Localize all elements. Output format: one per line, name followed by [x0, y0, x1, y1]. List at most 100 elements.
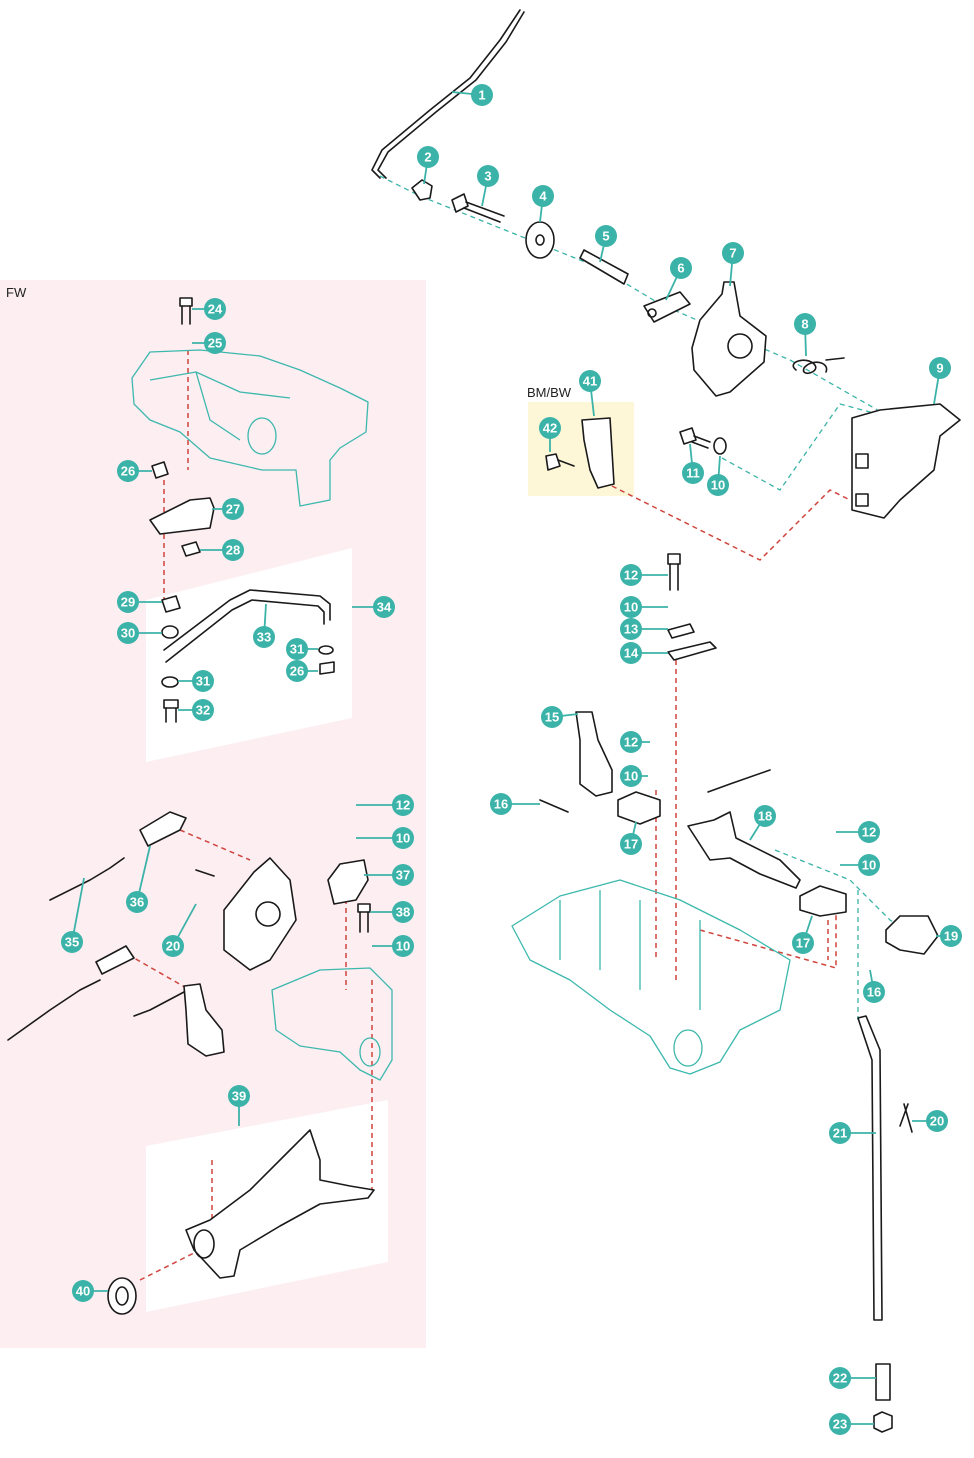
callout-bubble: [61, 931, 83, 953]
callout-9: 9: [929, 357, 951, 379]
callout-bubble: [192, 670, 214, 692]
part-29-nut: [161, 595, 181, 613]
callout-number: 6: [677, 261, 684, 276]
callout-number: 22: [833, 1371, 847, 1386]
callout-24: 24: [204, 298, 226, 320]
callout-number: 12: [396, 798, 410, 813]
callout-30: 30: [117, 622, 139, 644]
callout-bubble: [228, 1085, 250, 1107]
callout-bubble: [620, 596, 642, 618]
callout-number: 18: [758, 809, 772, 824]
callout-number: 17: [796, 936, 810, 951]
callout-bubble: [541, 706, 563, 728]
callout-4: 4: [532, 185, 554, 207]
callout-bubble: [477, 165, 499, 187]
callout-bubble: [126, 891, 148, 913]
callout-bubble: [929, 357, 951, 379]
part-16-pin: [539, 799, 569, 813]
callout-number: 16: [494, 797, 508, 812]
part-cam-fw: [223, 857, 297, 971]
callout-10: 10: [620, 765, 642, 787]
bmbw-panel: [528, 402, 634, 496]
callout-10: 10: [392, 935, 414, 957]
part-17-clamp-b: [799, 885, 847, 917]
part-27-bracket: [149, 497, 215, 535]
part-23-nut: [873, 1411, 893, 1433]
part-14-plate: [667, 641, 717, 661]
callout-bubble: [926, 1110, 948, 1132]
callout-2: 2: [417, 146, 439, 168]
callout-bubble: [286, 660, 308, 682]
callout-16: 16: [863, 981, 885, 1003]
callout-number: 3: [484, 169, 491, 184]
callout-number: 10: [624, 600, 638, 615]
part-12-bolt-a: [667, 553, 681, 565]
callout-bubble: [620, 731, 642, 753]
callout-bubble: [117, 460, 139, 482]
callout-17: 17: [620, 833, 642, 855]
callout-18: 18: [754, 805, 776, 827]
part-42-bolt: [545, 453, 561, 471]
part-30-spacer: [161, 625, 179, 639]
callout-22: 22: [829, 1367, 851, 1389]
callout-14: 14: [620, 642, 642, 664]
callout-26: 26: [286, 660, 308, 682]
callout-number: 10: [711, 478, 725, 493]
part-33-rod: [163, 589, 331, 663]
callout-number: 21: [833, 1126, 847, 1141]
callout-number: 7: [729, 246, 736, 261]
callout-20: 20: [926, 1110, 948, 1132]
callout-number: 9: [936, 361, 943, 376]
callout-17: 17: [792, 932, 814, 954]
callout-21: 21: [829, 1122, 851, 1144]
callout-13: 13: [620, 618, 642, 640]
callout-bubble: [222, 498, 244, 520]
part-15-lever: [575, 711, 613, 797]
part-24-bolt: [179, 297, 193, 307]
callout-number: 10: [396, 831, 410, 846]
callout-bubble: [829, 1122, 851, 1144]
callout-bubble: [490, 793, 512, 815]
callout-bubble: [620, 642, 642, 664]
callout-7: 7: [722, 242, 744, 264]
callout-bubble: [863, 981, 885, 1003]
callout-number: 37: [396, 868, 410, 883]
callout-31: 31: [192, 670, 214, 692]
callout-bubble: [532, 185, 554, 207]
callout-number: 25: [208, 336, 222, 351]
callout-42: 42: [539, 417, 561, 439]
ghost-housing-right: [511, 879, 791, 1075]
callout-33: 33: [253, 626, 275, 648]
callout-bubble: [192, 699, 214, 721]
callout-bubble: [595, 225, 617, 247]
callout-32: 32: [192, 699, 214, 721]
callout-bubble: [162, 935, 184, 957]
callout-number: 19: [944, 929, 958, 944]
callout-number: 20: [166, 939, 180, 954]
callout-bubble: [539, 417, 561, 439]
part-20-cotter: [899, 1103, 913, 1133]
callout-number: 15: [545, 710, 559, 725]
part-31-washer: [161, 676, 179, 688]
callout-25: 25: [204, 332, 226, 354]
callout-10: 10: [392, 827, 414, 849]
callout-bubble: [204, 298, 226, 320]
callout-41: 41: [579, 370, 601, 392]
callout-number: 31: [290, 642, 304, 657]
callout-number: 41: [583, 374, 597, 389]
callout-bubble: [829, 1413, 851, 1435]
callout-number: 38: [396, 905, 410, 920]
callout-number: 28: [226, 543, 240, 558]
callout-number: 12: [624, 735, 638, 750]
callout-6: 6: [670, 257, 692, 279]
callout-27: 27: [222, 498, 244, 520]
callout-number: 4: [539, 189, 547, 204]
part-8-spring: [792, 357, 845, 375]
callout-16: 16: [490, 793, 512, 815]
part-28-nut: [181, 541, 201, 557]
callout-bubble: [722, 242, 744, 264]
part-39-bracket: [185, 1129, 375, 1279]
callout-bubble: [858, 821, 880, 843]
callout-number: 1: [478, 88, 485, 103]
